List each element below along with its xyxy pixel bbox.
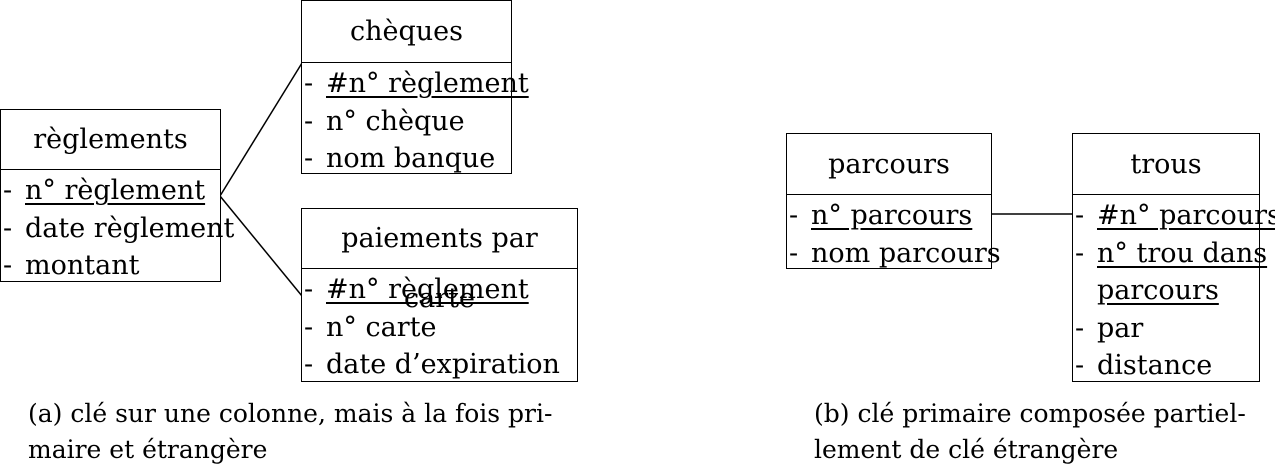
table-row: -date règlement (1, 210, 234, 248)
caption-a: (a) clé sur une colonne, mais à la fois … (28, 399, 553, 464)
field: n° chèque (326, 105, 465, 137)
table-row: -n° carte (302, 309, 577, 347)
table-reglements: règlements -n° règlement -date règlement… (0, 109, 234, 285)
field: nom parcours (811, 237, 1001, 269)
caption-b: (b) clé primaire composée partiel- lemen… (814, 399, 1246, 464)
field: date règlement (25, 212, 235, 244)
link-reglements-paiements (219, 195, 303, 297)
table-trous: trous -#n° parcours -n° trou dans parcou… (1072, 133, 1275, 385)
table-row: -nom banque (302, 140, 511, 178)
primary-foreign-key-field: #n° règlement (326, 68, 529, 99)
table-row: -n° trou dans (1075, 237, 1268, 269)
table-title: trous (1073, 134, 1259, 195)
primary-foreign-key-field: #n° parcours (1097, 200, 1275, 231)
table-row: -n° parcours (789, 200, 973, 231)
table-row: -n° règlement (3, 175, 206, 206)
table-row: -distance (1073, 347, 1259, 385)
table-paiements-par-carte: paiements par carte -#n° règlement -n° c… (301, 208, 578, 382)
field: date d’expiration (326, 349, 560, 380)
table-row: -montant (1, 247, 220, 285)
field: nom banque (326, 143, 496, 174)
table-row: -#n° règlement (304, 68, 529, 99)
table-row: -#n° règlement (304, 274, 529, 305)
table-row: -#n° parcours (1073, 197, 1275, 235)
table-title: parcours (787, 134, 991, 195)
field: distance (1097, 350, 1213, 381)
field: par (1097, 312, 1144, 344)
table-title: paiements par carte (302, 209, 577, 314)
table-row: -n° chèque (302, 103, 511, 141)
table-row: -date d’expiration (302, 346, 577, 384)
primary-key-field: n° règlement (25, 175, 206, 206)
field: n° carte (326, 311, 437, 343)
primary-foreign-key-field: #n° règlement (326, 274, 529, 305)
table-cheques: chèques -#n° règlement -n° chèque -nom b… (301, 0, 529, 174)
primary-key-field: n° trou dans (1097, 237, 1268, 269)
table-title: chèques (302, 1, 511, 63)
link-reglements-cheques (219, 62, 303, 197)
table-row: -par (1073, 310, 1259, 348)
table-title: règlements (1, 110, 220, 170)
table-row: parcours (1073, 272, 1259, 310)
table-parcours: parcours -n° parcours -nom parcours (786, 133, 1001, 269)
primary-key-field: parcours (1097, 275, 1219, 306)
table-row: -nom parcours (787, 235, 1001, 273)
primary-key-field: n° parcours (811, 200, 973, 231)
field: montant (25, 250, 140, 281)
